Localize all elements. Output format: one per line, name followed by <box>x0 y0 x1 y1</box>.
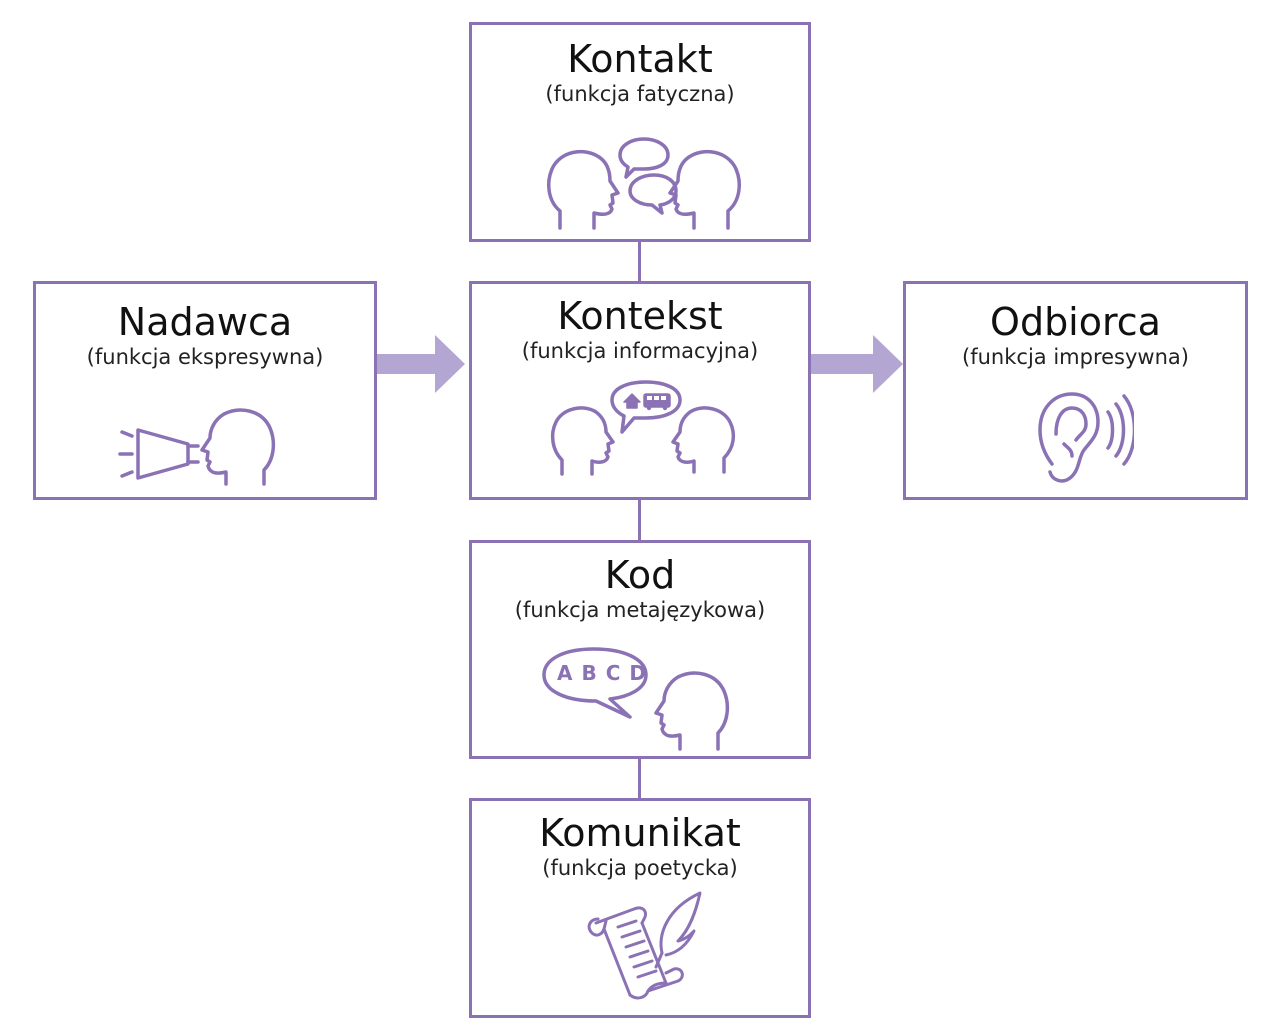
box-title: Nadawca <box>117 300 293 344</box>
connector-kontekst-kod <box>638 500 641 541</box>
abcd-speech-icon <box>542 647 730 751</box>
megaphone-head-icon <box>118 408 276 486</box>
box-komunikat: Komunikat (funkcja poetycka) <box>469 798 811 1018</box>
box-kontekst: Kontekst (funkcja informacyjna) <box>469 281 811 500</box>
arrow-nadawca-kontekst <box>377 335 465 393</box>
box-subtitle: (funkcja metajęzykowa) <box>514 598 766 622</box>
ear-icon <box>1038 392 1134 483</box>
box-title: Komunikat <box>539 811 741 855</box>
box-subtitle: (funkcja impresywna) <box>962 345 1189 369</box>
abcd-bubble-text: A B C D <box>557 661 647 685</box>
box-kontakt: Kontakt (funkcja fatyczna) <box>469 22 811 242</box>
two-heads-talking-icon <box>546 137 742 230</box>
two-heads-context-icon <box>550 380 736 476</box>
box-nadawca: Nadawca (funkcja ekspresywna) <box>33 281 377 500</box>
box-title: Kontakt <box>567 37 713 81</box>
connector-kontakt-kontekst <box>638 242 641 282</box>
box-title: Kod <box>604 553 676 597</box>
box-subtitle: (funkcja fatyczna) <box>545 82 735 106</box>
box-title: Kontekst <box>557 294 723 338</box>
box-subtitle: (funkcja ekspresywna) <box>86 345 324 369</box>
box-subtitle: (funkcja poetycka) <box>542 856 738 880</box>
box-odbiorca: Odbiorca (funkcja impresywna) <box>903 281 1248 500</box>
arrow-kontekst-odbiorca <box>811 335 903 393</box>
box-kod: Kod (funkcja metajęzykowa) A B C D <box>469 540 811 759</box>
box-title: Odbiorca <box>990 300 1161 344</box>
connector-kod-komunikat <box>638 759 641 799</box>
box-subtitle: (funkcja informacyjna) <box>521 339 759 363</box>
scroll-quill-icon <box>587 891 702 1000</box>
